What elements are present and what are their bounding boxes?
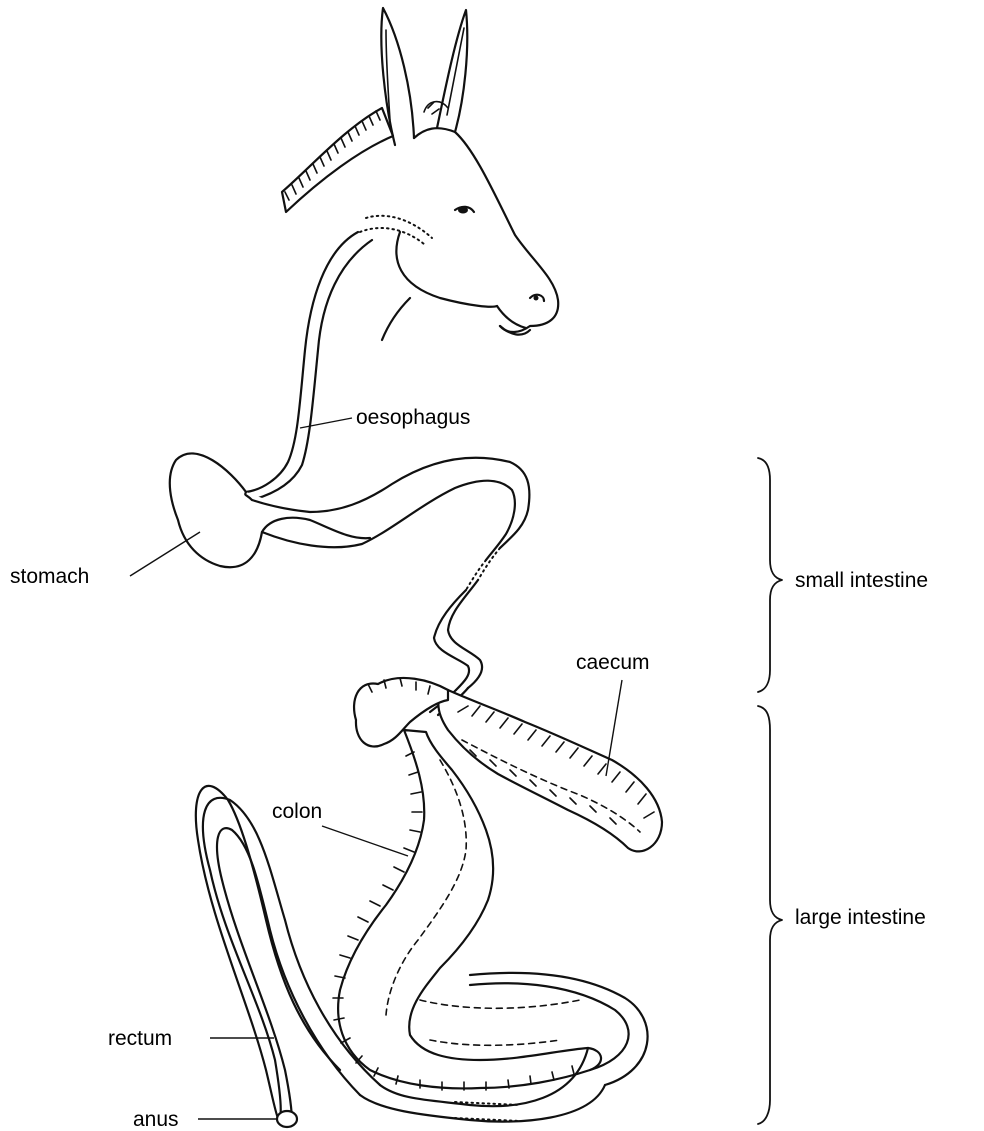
small-intestine-brace	[758, 458, 782, 692]
colon-leader	[322, 826, 408, 856]
mane	[282, 108, 393, 212]
labels: oesophagus stomach caecum colon rectum a…	[10, 406, 928, 1131]
large-intestine-brace	[758, 706, 782, 1124]
anus-label: anus	[133, 1108, 179, 1131]
stomach-leader	[130, 532, 200, 576]
oesophagus-tube	[246, 232, 372, 500]
jaw	[396, 232, 497, 307]
stomach-label: stomach	[10, 565, 89, 588]
oesophagus-leader	[300, 418, 352, 428]
right-ear	[437, 10, 467, 132]
mouth	[497, 306, 526, 328]
small-intestine-label: small intestine	[795, 569, 928, 592]
colon-label: colon	[272, 800, 322, 823]
caecum-label: caecum	[576, 651, 650, 674]
stomach-organ	[170, 453, 370, 567]
anus-opening	[277, 1111, 297, 1127]
large-intestine-label: large intestine	[795, 906, 926, 929]
left-ear	[381, 8, 414, 145]
small-intestine-tube	[252, 458, 529, 715]
rectum-label: rectum	[108, 1027, 172, 1050]
oesophagus-label: oesophagus	[356, 406, 470, 429]
donkey-head	[282, 8, 558, 340]
head-outline	[414, 128, 558, 332]
